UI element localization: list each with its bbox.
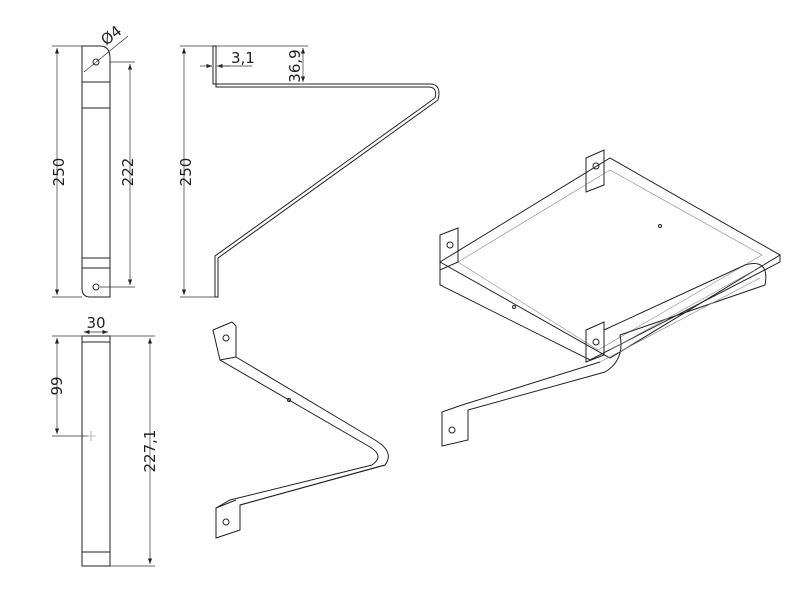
isometric-bracket: [212, 321, 389, 539]
side-profile-view: 250 3,1 36,9: [177, 45, 440, 298]
front-view: Ø4 250 222: [50, 22, 137, 298]
dim-thickness: 3,1: [231, 49, 255, 67]
dim-hole-diameter: Ø4: [97, 22, 125, 49]
dim-hole-offset: 99: [48, 376, 66, 395]
bottom-view: 30 99 227,1: [48, 314, 159, 567]
isometric-assembly: [439, 149, 781, 447]
mounting-hole-icon: [92, 58, 100, 66]
dim-profile-height: 250: [177, 158, 195, 187]
dim-lower-length: 227,1: [141, 430, 159, 473]
dim-width: 30: [86, 314, 105, 332]
dim-hole-spacing: 222: [119, 158, 137, 187]
dim-front-height: 250: [50, 158, 68, 187]
dim-flange-length: 36,9: [286, 49, 304, 82]
mounting-hole-icon: [92, 283, 100, 291]
